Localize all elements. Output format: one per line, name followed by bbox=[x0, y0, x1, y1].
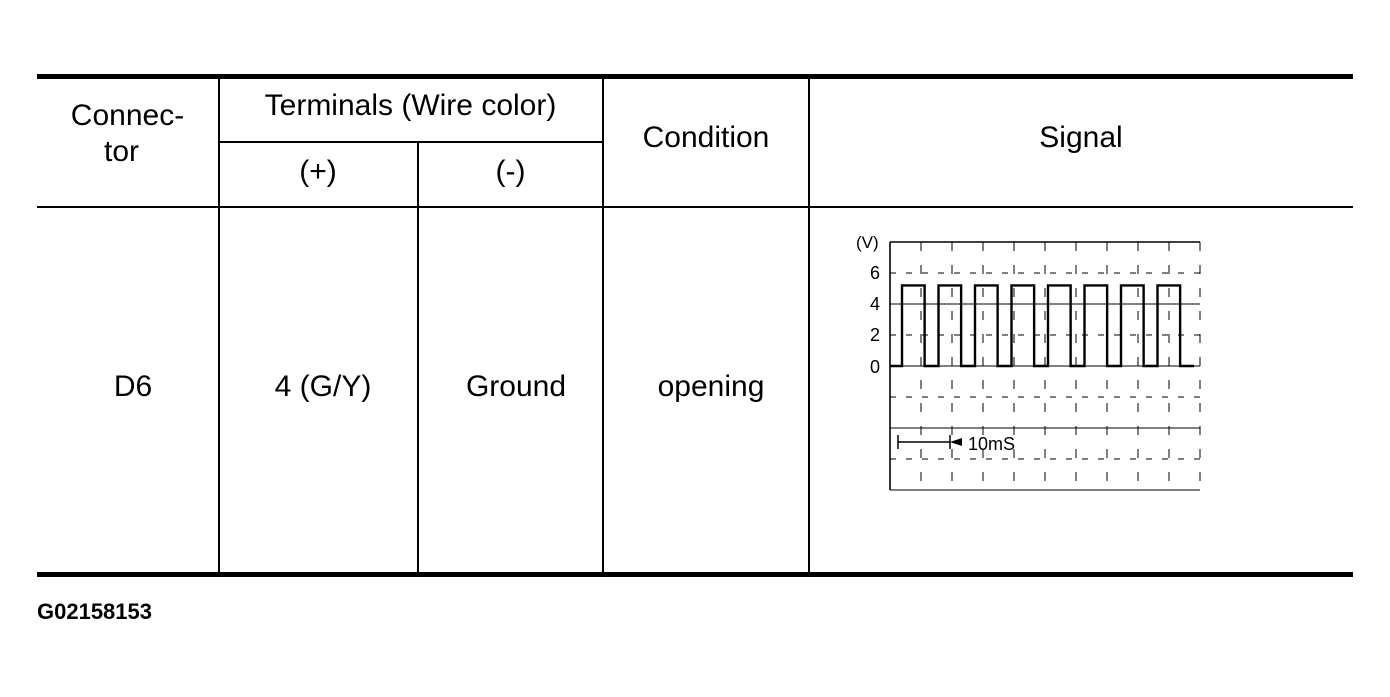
table-top-rule bbox=[37, 74, 1353, 79]
header-minus: (-) bbox=[495, 155, 526, 188]
row-minus-terminal: Ground bbox=[465, 370, 567, 403]
column-divider-minus bbox=[602, 78, 604, 573]
header-connector: Connec- tor bbox=[37, 98, 218, 170]
header-bottom-rule bbox=[37, 206, 1353, 208]
header-condition: Condition bbox=[642, 121, 770, 154]
row-condition: opening bbox=[657, 370, 765, 403]
column-divider-condition bbox=[808, 78, 810, 573]
signal-waveform: (V) 6 4 2 0 10mS bbox=[856, 233, 1201, 491]
time-scale-marker bbox=[897, 435, 962, 449]
header-terminals: Terminals (Wire color) bbox=[264, 89, 557, 122]
waveform-y-tick-4: 4 bbox=[870, 294, 880, 314]
waveform-y-tick-0: 0 bbox=[870, 357, 880, 377]
waveform-y-tick-6: 6 bbox=[870, 263, 880, 283]
header-split-rule bbox=[218, 141, 603, 143]
column-divider-plus bbox=[417, 142, 419, 573]
header-signal: Signal bbox=[1039, 121, 1123, 154]
waveform-y-tick-2: 2 bbox=[870, 325, 880, 345]
row-plus-terminal: 4 (G/Y) bbox=[274, 370, 372, 403]
waveform-unit-label: (V) bbox=[856, 233, 879, 252]
header-connector-line1: Connec- bbox=[70, 99, 185, 132]
waveform-pulses bbox=[890, 284, 1194, 368]
table-bottom-rule bbox=[37, 572, 1353, 577]
waveform-time-label: 10mS bbox=[968, 434, 1015, 454]
header-plus: (+) bbox=[299, 155, 337, 188]
figure-id: G02158153 bbox=[37, 599, 152, 624]
column-divider-connector bbox=[218, 78, 220, 573]
square-wave-trace bbox=[890, 284, 1194, 368]
header-connector-line2: tor bbox=[103, 135, 139, 168]
row-connector: D6 bbox=[113, 370, 153, 403]
